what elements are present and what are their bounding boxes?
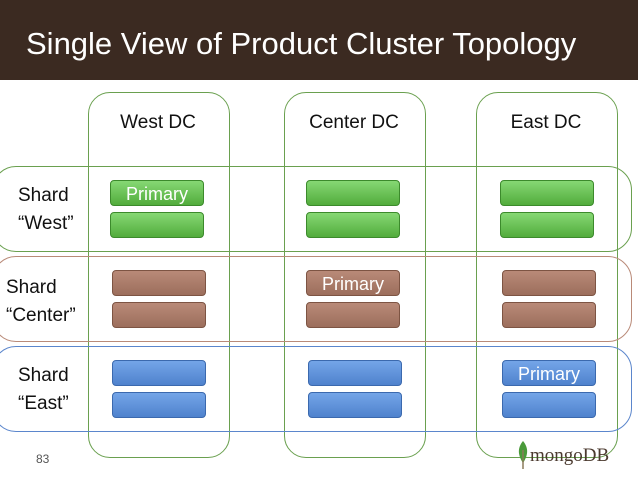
shard-row-center [0,256,632,342]
shard-label-west: Shard “West” [18,185,74,234]
node-secondary [306,212,400,238]
logo-text: mongoDB [530,445,610,466]
shard-row-west [0,166,632,252]
node-secondary [500,212,594,238]
slide-title: Single View of Product Cluster Topology [26,26,577,61]
dc-column-west [88,92,230,458]
title-bar: Single View of Product Cluster Topology [0,0,638,80]
node-secondary [306,180,400,206]
node-secondary [112,270,206,296]
node-secondary [502,302,596,328]
node-secondary [306,302,400,328]
dc-column-center [284,92,426,458]
node-secondary [502,392,596,418]
dc-label-east: East DC [510,112,582,133]
leaf-icon [518,441,528,469]
node-secondary [502,270,596,296]
node-secondary [112,302,206,328]
node-secondary [500,180,594,206]
dc-label-west: West DC [120,112,196,133]
shard-label-center: Shard “Center” [6,277,76,326]
shard-label-east: Shard “East” [18,365,69,414]
slide-number: 83 [36,452,50,466]
shard-row-east [0,346,632,432]
dc-label-center: Center DC [309,112,399,133]
node-primary-center: Primary [306,270,400,296]
node-secondary [308,392,402,418]
node-primary-west: Primary [110,180,204,206]
node-secondary [112,360,206,386]
node-secondary [110,212,204,238]
node-secondary [308,360,402,386]
node-primary-east: Primary [502,360,596,386]
node-secondary [112,392,206,418]
